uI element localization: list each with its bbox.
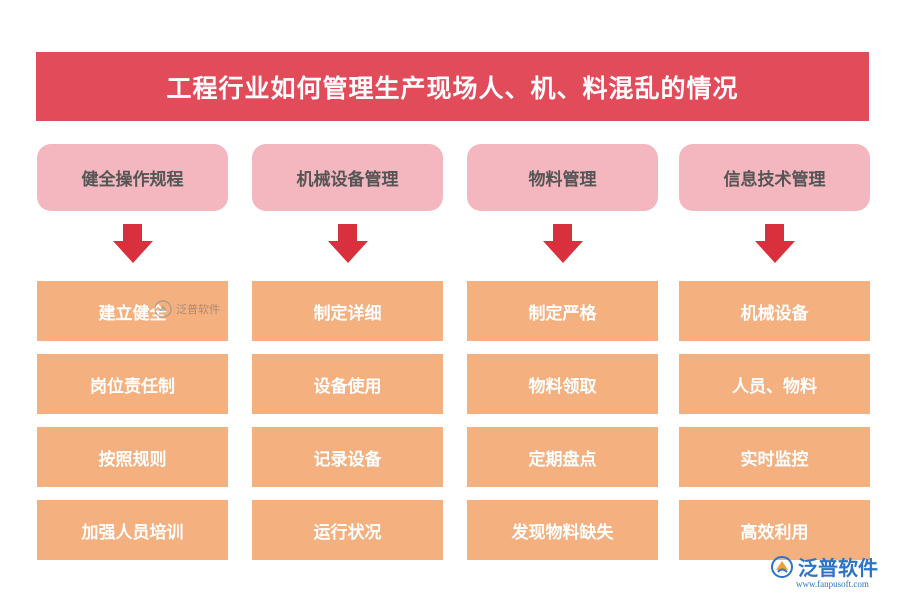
step-box: 人员、物料 — [679, 354, 870, 414]
watermark-text: 泛普软件 — [176, 303, 220, 316]
brand-url: www.fanpusoft.com — [796, 579, 869, 589]
fanpu-logo-icon — [771, 555, 793, 578]
watermark: 泛普软件 — [154, 300, 220, 318]
column-header: 信息技术管理 — [679, 144, 870, 211]
down-arrow-icon — [252, 224, 443, 267]
step-box: 物料领取 — [467, 354, 658, 414]
step-box: 制定详细 — [252, 281, 443, 341]
column-it-management: 信息技术管理 机械设备 人员、物料 实时监控 高效利用 — [679, 144, 870, 560]
column-operating-procedures: 健全操作规程 建立健全 岗位责任制 按照规则 加强人员培训 — [37, 144, 228, 560]
step-box: 岗位责任制 — [37, 354, 228, 414]
down-arrow-icon — [37, 224, 228, 267]
page-title: 工程行业如何管理生产现场人、机、料混乱的情况 — [166, 73, 739, 103]
column-equipment-management: 机械设备管理 制定详细 设备使用 记录设备 运行状况 — [252, 144, 443, 560]
step-box: 实时监控 — [679, 427, 870, 487]
brand-logo: 泛普软件 www.fanpusoft.com — [770, 552, 878, 589]
fanpu-logo-icon — [154, 300, 172, 318]
down-arrow-icon — [467, 224, 658, 267]
column-header: 机械设备管理 — [252, 144, 443, 211]
step-box: 制定严格 — [467, 281, 658, 341]
step-box: 设备使用 — [252, 354, 443, 414]
down-arrow-icon — [679, 224, 870, 267]
step-box: 发现物料缺失 — [467, 500, 658, 560]
step-box: 运行状况 — [252, 500, 443, 560]
column-material-management: 物料管理 制定严格 物料领取 定期盘点 发现物料缺失 — [467, 144, 658, 560]
step-box: 建立健全 — [37, 281, 228, 341]
step-box: 定期盘点 — [467, 427, 658, 487]
column-header: 健全操作规程 — [37, 144, 228, 211]
brand-name: 泛普软件 — [798, 556, 878, 580]
step-box: 加强人员培训 — [37, 500, 228, 560]
title-banner: 工程行业如何管理生产现场人、机、料混乱的情况 — [36, 52, 869, 121]
step-box: 记录设备 — [252, 427, 443, 487]
step-box: 高效利用 — [679, 500, 870, 560]
step-box: 按照规则 — [37, 427, 228, 487]
column-header: 物料管理 — [467, 144, 658, 211]
step-box: 机械设备 — [679, 281, 870, 341]
